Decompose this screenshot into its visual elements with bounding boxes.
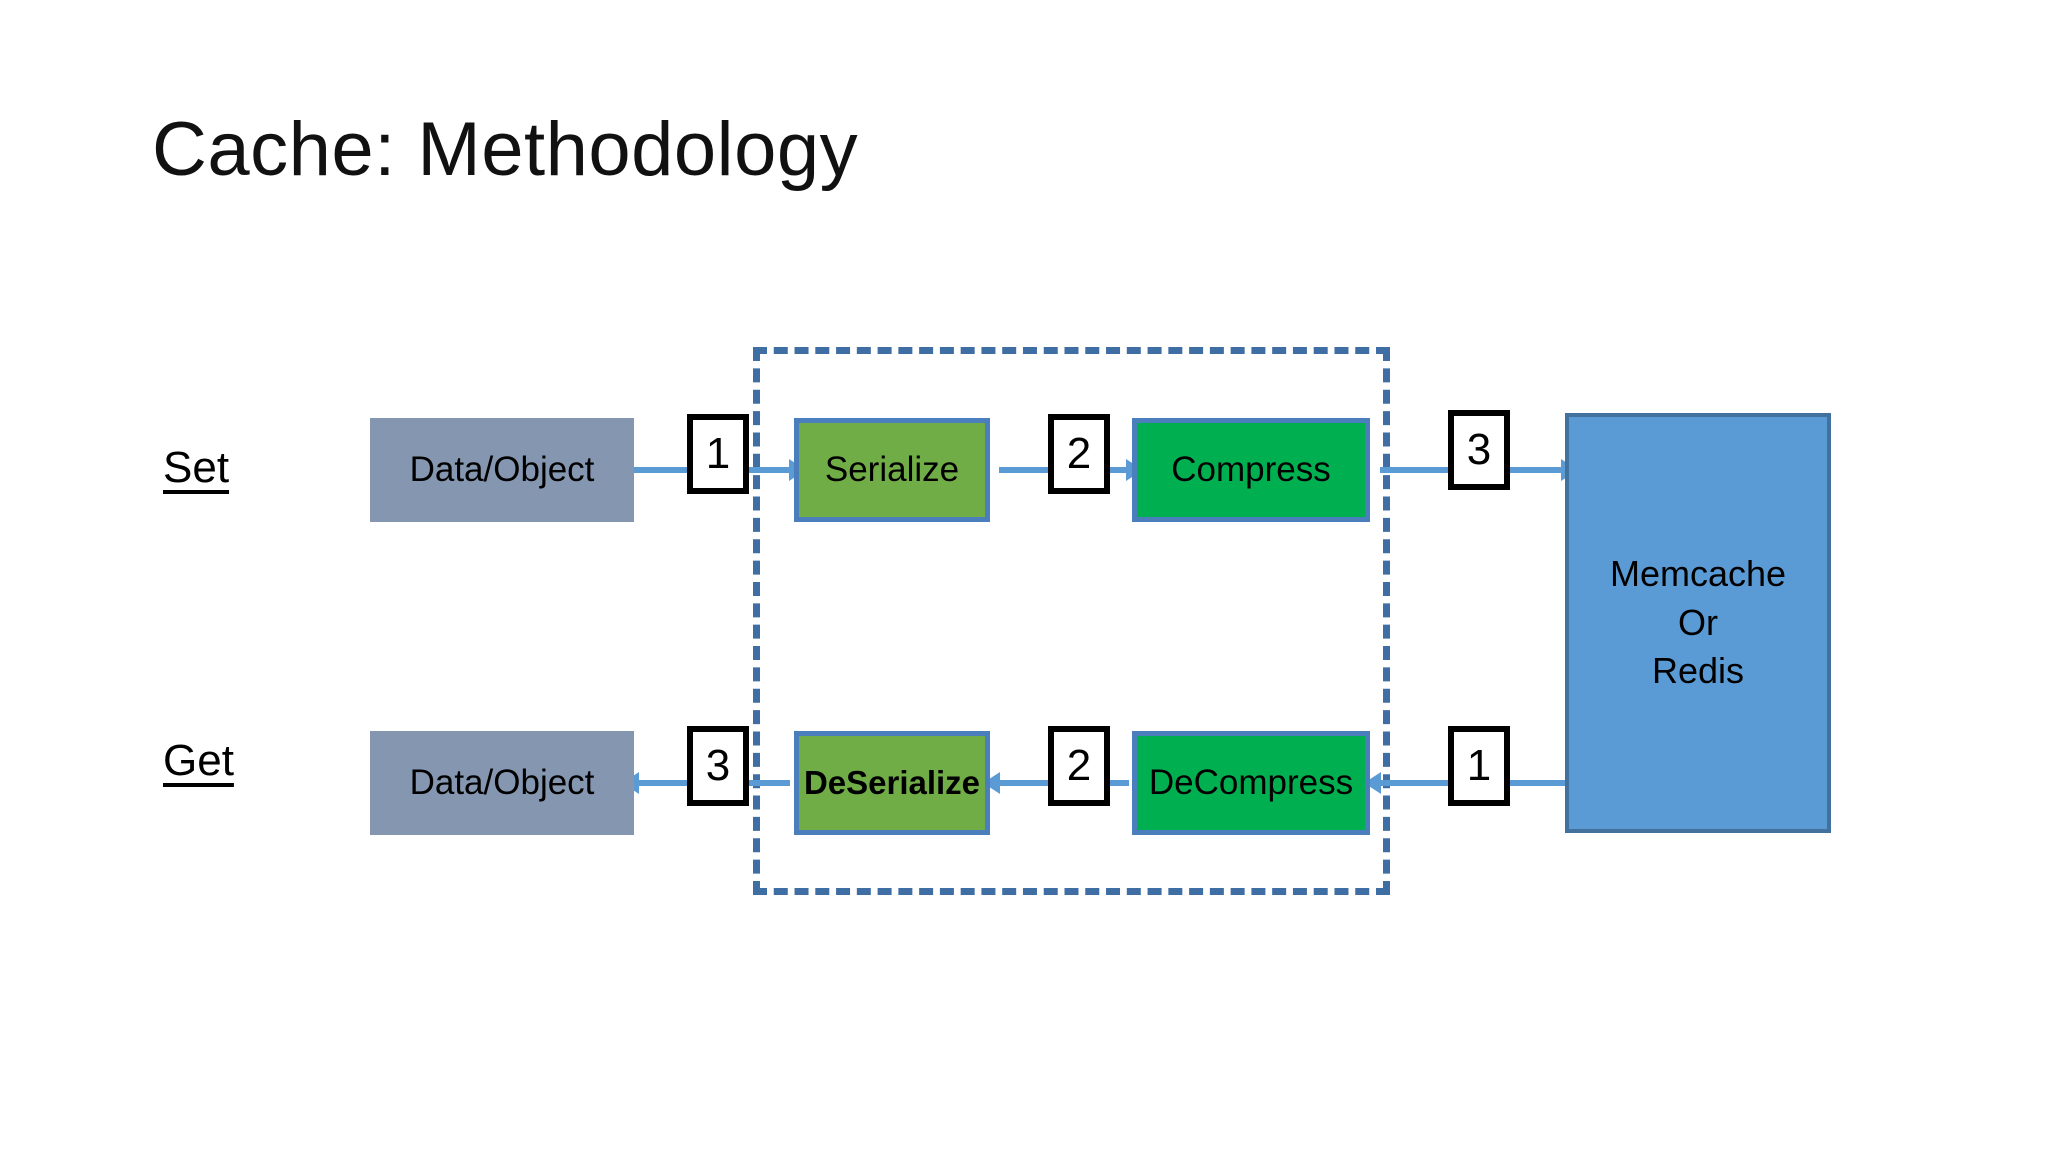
cache-store-line-2: Or (1678, 601, 1718, 643)
decompress-box: DeCompress (1132, 731, 1370, 835)
step-marker-get-2: 2 (1048, 726, 1110, 806)
deserialize-box: DeSerialize (794, 731, 990, 835)
cache-store-line-3: Redis (1651, 650, 1745, 692)
step-marker-set-3: 3 (1448, 410, 1510, 490)
get-data-object-box: Data/Object (370, 731, 634, 835)
serialize-box: Serialize (794, 418, 990, 522)
step-marker-set-1: 1 (687, 414, 749, 494)
step-marker-get-3: 3 (687, 726, 749, 806)
transform-boundary-dashed-rect (753, 347, 1390, 895)
step-marker-set-2: 2 (1048, 414, 1110, 494)
cache-store-line-1: Memcache (1609, 553, 1787, 595)
cache-store-box: Memcache Or Redis (1565, 413, 1831, 833)
set-data-object-box: Data/Object (370, 418, 634, 522)
step-marker-get-1: 1 (1448, 726, 1510, 806)
row-label-set: Set (163, 443, 230, 492)
page-title: Cache: Methodology (152, 107, 859, 192)
row-label-get: Get (163, 736, 234, 785)
compress-box: Compress (1132, 418, 1370, 522)
